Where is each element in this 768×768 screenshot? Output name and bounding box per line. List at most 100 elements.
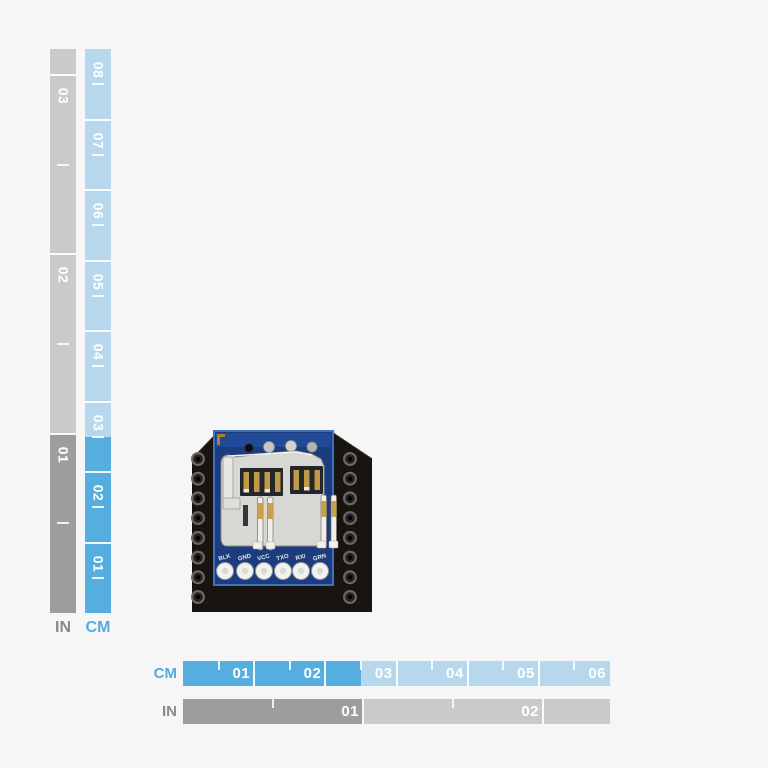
ruler-unit-line xyxy=(85,330,111,332)
machined-pin-socket-hole xyxy=(347,496,353,501)
ruler-half-tick xyxy=(57,343,69,345)
machined-pin-socket-hole xyxy=(347,476,353,481)
ruler-half-tick xyxy=(57,163,69,166)
machined-pin-socket-hole xyxy=(195,476,201,481)
pin-label: GRN xyxy=(313,553,327,562)
pin-label: RXI xyxy=(295,554,307,562)
ruler-unit-line xyxy=(85,118,111,121)
solder-pads xyxy=(252,540,339,550)
breakout-hole-center xyxy=(279,567,287,575)
ruler-unit-line xyxy=(85,189,111,191)
machined-pin-socket-hole xyxy=(347,555,353,560)
ruler-unit-line xyxy=(85,471,111,473)
breakout-hole-center xyxy=(260,567,268,575)
ruler-digit: 01 xyxy=(89,555,106,572)
ruler-highlight-segment xyxy=(183,661,361,686)
ruler-digit: 04 xyxy=(445,665,464,682)
pin-header-right xyxy=(343,452,357,604)
ruler-unit-line xyxy=(362,699,364,724)
horizontal-ruler-inch: 01 02 xyxy=(183,699,610,724)
contact-window xyxy=(240,468,283,496)
pin-labels: BLK GND VCC TXO RXI GRN xyxy=(218,553,327,562)
machined-pin-socket-hole xyxy=(195,594,201,600)
ruler-half-tick xyxy=(92,435,104,438)
machined-pin-socket-hole xyxy=(195,515,201,521)
machined-pin-socket-hole xyxy=(347,535,353,541)
card-lock-foot xyxy=(222,497,241,510)
machined-pin-socket-hole xyxy=(195,496,201,501)
ruler-digit: 01 xyxy=(54,446,71,463)
ruler-digit: 03 xyxy=(54,87,71,105)
ruler-unit-label: 02 xyxy=(50,258,76,292)
pin-label: TXO xyxy=(276,553,290,562)
ruler-half-tick xyxy=(431,661,434,670)
machined-pin-socket-hole xyxy=(195,456,201,462)
product-photo: BLK GND VCC TXO RXI GRN xyxy=(191,430,373,612)
ruler-unit-label: 01 xyxy=(206,661,250,686)
ruler-digit: 01 xyxy=(341,703,359,720)
ruler-unit-label: 03 xyxy=(85,406,111,440)
solder-dome xyxy=(263,441,275,453)
vertical-ruler-cm-title: CM xyxy=(85,619,111,636)
ruler-half-tick xyxy=(92,365,104,368)
breakout-hole-center xyxy=(241,567,249,575)
ruler-digit: 05 xyxy=(89,273,106,290)
horizontal-ruler-cm-title: CM xyxy=(153,665,177,682)
ruler-digit: 02 xyxy=(89,484,106,502)
ruler-unit-label: 06 xyxy=(85,194,111,228)
vertical-ruler-inch: 01 02 03 xyxy=(50,49,76,613)
ruler-unit-label: 03 xyxy=(50,79,76,113)
ruler-unit-label: 01 xyxy=(315,699,359,724)
breakout-hole-center xyxy=(297,567,305,575)
ruler-digit: 02 xyxy=(521,703,539,720)
ruler-half-tick xyxy=(92,294,104,297)
ruler-unit-line xyxy=(466,661,469,686)
breakout-hole-center xyxy=(221,567,229,575)
side-slot xyxy=(243,505,248,526)
ruler-half-tick xyxy=(92,153,104,156)
ruler-unit-label: 08 xyxy=(85,53,111,87)
ruler-half-tick xyxy=(288,661,291,670)
pin-label: BLK xyxy=(218,553,232,562)
ruler-unit-label: 01 xyxy=(85,547,111,581)
ruler-half-tick xyxy=(359,661,362,670)
ruler-unit-line xyxy=(324,661,327,686)
ruler-digit: 01 xyxy=(232,665,251,682)
ruler-unit-label: 02 xyxy=(495,699,539,724)
mount-hole xyxy=(244,443,254,453)
ruler-unit-line xyxy=(50,74,76,76)
ruler-unit-line xyxy=(395,661,398,686)
ruler-unit-line xyxy=(50,432,76,435)
solder-dome xyxy=(285,440,297,452)
machined-pin-socket-hole xyxy=(347,575,353,580)
machined-pin-socket-hole xyxy=(195,535,201,541)
ruler-digit: 03 xyxy=(89,414,106,431)
ruler-unit-line xyxy=(542,699,544,724)
ruler-unit-label: 04 xyxy=(85,335,111,369)
pin-header-left xyxy=(191,452,205,604)
ruler-unit-label: 03 xyxy=(349,661,393,686)
ruler-unit-label: 02 xyxy=(85,476,111,510)
card-lock-bar xyxy=(222,456,234,503)
pin-label: GND xyxy=(238,553,253,562)
ruler-unit-label: 07 xyxy=(85,124,111,158)
machined-pin-socket-hole xyxy=(347,594,353,600)
breakout-holes xyxy=(216,562,329,580)
ruler-unit-label: 02 xyxy=(277,661,321,686)
ruler-unit-label: 01 xyxy=(50,438,76,472)
ruler-half-tick xyxy=(57,522,69,525)
ruler-unit-label: 05 xyxy=(85,265,111,299)
breakout-hole-center xyxy=(316,567,324,575)
ruler-half-tick xyxy=(92,83,104,86)
horizontal-ruler-inch-title: IN xyxy=(162,703,177,720)
ruler-half-tick xyxy=(92,224,104,227)
ruler-unit-label: 05 xyxy=(491,661,535,686)
ruler-unit-line xyxy=(85,541,111,544)
ruler-unit-line xyxy=(85,400,111,403)
spring-contacts xyxy=(257,494,337,551)
ruler-digit: 02 xyxy=(54,267,71,284)
ruler-digit: 06 xyxy=(89,202,106,220)
solder-dome xyxy=(306,441,318,453)
